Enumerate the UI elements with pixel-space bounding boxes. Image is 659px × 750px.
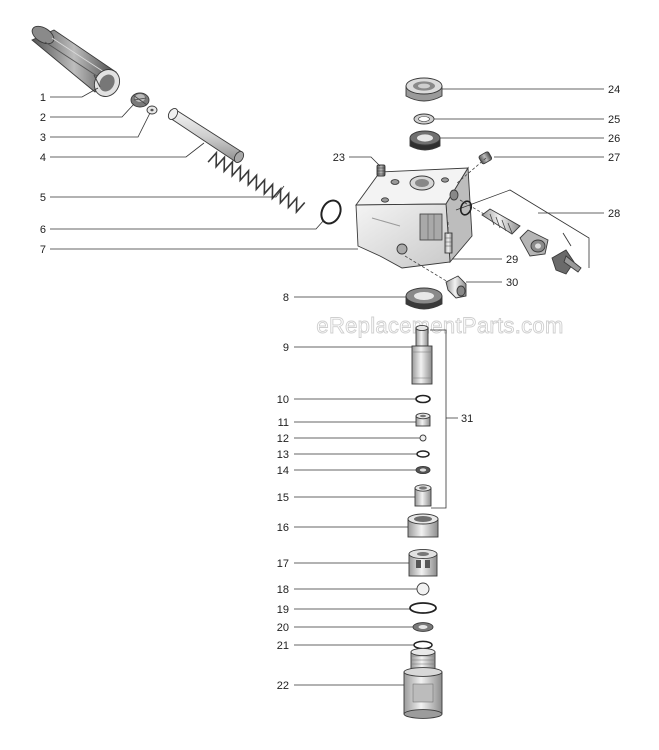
callout-19: 19 [277, 604, 289, 616]
part-10-o-ring [415, 394, 431, 404]
part-15-valve-housing [414, 484, 432, 507]
dashed-line-27 [455, 157, 487, 185]
callout-4: 4 [40, 152, 46, 164]
part-3-washer [146, 105, 158, 115]
callout-24: 24 [608, 84, 620, 96]
leader-23 [349, 156, 381, 167]
callout-28: 28 [608, 208, 620, 220]
callout-10: 10 [277, 394, 289, 406]
callout-labels: 1 2 3 4 5 6 7 8 9 10 11 12 13 14 15 16 1… [40, 84, 620, 692]
callout-14: 14 [277, 465, 289, 477]
part-1-filter-housing [31, 25, 121, 97]
part-24-cap [405, 77, 443, 102]
callout-18: 18 [277, 584, 289, 596]
callout-9: 9 [283, 342, 289, 354]
callout-8: 8 [283, 292, 289, 304]
leader-lines [50, 87, 604, 686]
callout-16: 16 [277, 522, 289, 534]
callout-17: 17 [277, 558, 289, 570]
watermark-text: eReplacementParts.com [316, 313, 563, 338]
callout-27: 27 [608, 152, 620, 164]
part-7-manifold-block [355, 166, 473, 269]
part-20-seat [412, 622, 434, 632]
callout-7: 7 [40, 244, 46, 256]
leader-6 [50, 219, 325, 230]
callout-2: 2 [40, 112, 46, 124]
callout-6: 6 [40, 224, 46, 236]
callout-11: 11 [278, 417, 289, 429]
part-6-o-ring [320, 199, 342, 225]
part-28-valve-assembly [455, 189, 590, 275]
bracket-31 [430, 329, 458, 509]
callout-1: 1 [40, 92, 46, 104]
part-27-plug [478, 151, 493, 165]
callout-12: 12 [277, 433, 289, 445]
part-23-set-screw [376, 164, 386, 177]
leader-5 [50, 185, 285, 198]
callout-26: 26 [608, 133, 620, 145]
callout-15: 15 [277, 492, 289, 504]
callout-23: 23 [333, 152, 345, 164]
leader-2 [50, 103, 135, 118]
part-26-seal [409, 130, 441, 151]
part-9-piston-rod [411, 324, 433, 385]
callout-21: 21 [277, 640, 289, 652]
part-22-pump-body [403, 647, 443, 719]
part-19-o-ring [409, 602, 437, 614]
leader-1 [50, 87, 99, 98]
leader-4 [50, 142, 205, 158]
callout-30: 30 [506, 277, 518, 289]
part-13-o-ring [416, 450, 430, 458]
callout-20: 20 [277, 622, 289, 634]
callout-5: 5 [40, 192, 46, 204]
part-14-seat [415, 465, 431, 475]
part-17-foot-valve-housing [408, 548, 438, 577]
callout-3: 3 [40, 132, 46, 144]
callout-22: 22 [277, 680, 289, 692]
part-12-ball [419, 434, 427, 442]
leader-3 [50, 112, 151, 138]
part-8-packing-nut [405, 287, 443, 310]
part-21-o-ring [413, 640, 433, 650]
part-25-ring [413, 113, 435, 125]
dashed-line-30 [404, 255, 449, 283]
callout-13: 13 [277, 449, 289, 461]
part-5-spring [207, 150, 306, 215]
part-4-rod [167, 108, 245, 163]
part-18-ball [416, 582, 430, 596]
callout-25: 25 [608, 114, 620, 126]
callout-29: 29 [506, 254, 518, 266]
callout-31: 31 [461, 413, 473, 425]
part-29-fitting [444, 232, 453, 254]
part-30-elbow-fitting [445, 275, 467, 299]
part-2-spring-cap [130, 92, 150, 108]
part-16-sleeve [407, 513, 439, 538]
part-11-retainer [415, 412, 431, 427]
